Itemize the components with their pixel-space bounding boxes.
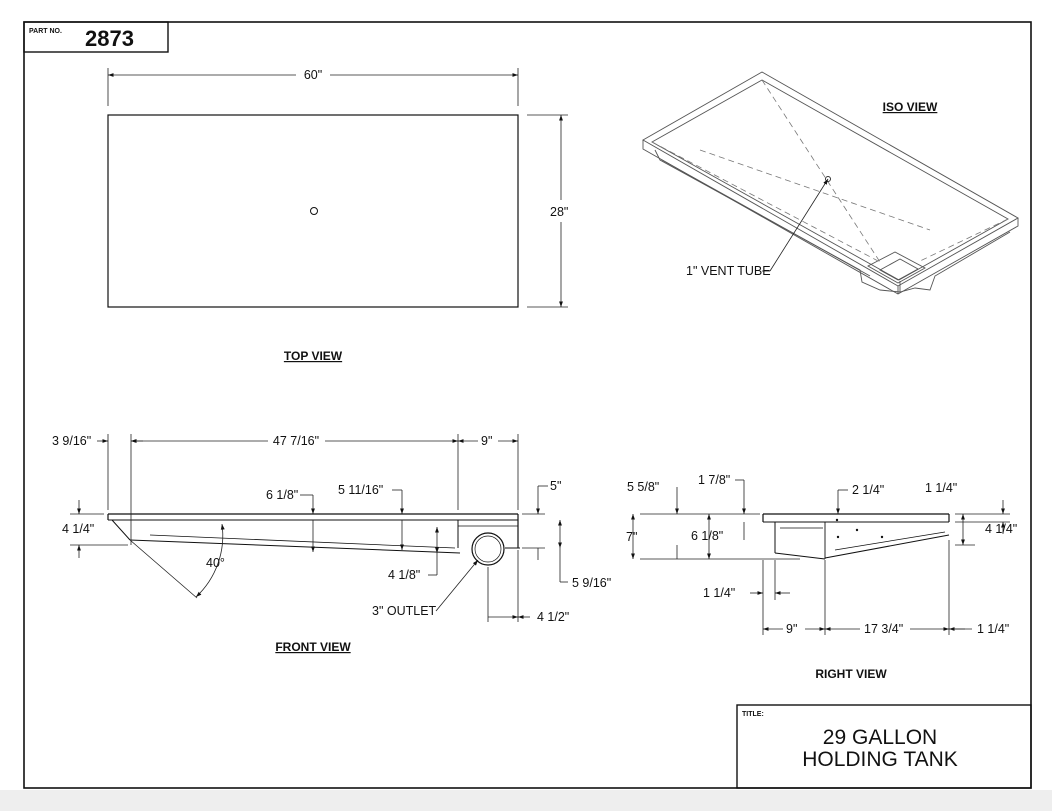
right-dim-4-1-4: 4 1/4" [985,522,1017,536]
right-dim-1-7-8: 1 7/8" [698,473,730,487]
front-dim-4-1-4: 4 1/4" [62,522,94,536]
right-view-label: RIGHT VIEW [815,667,887,681]
right-dim-1-1-4-bot: 1 1/4" [977,622,1009,636]
iso-vent-callout: 1" VENT TUBE [686,264,771,278]
right-dim-2-1-4: 2 1/4" [852,483,884,497]
front-dim-5-11-16: 5 11/16" [338,483,383,497]
right-dim-9: 9" [786,622,797,636]
right-view: 7" 5 5/8" 6 1/8" 1 7/8" 2 1/4" 1 1/4" 4 … [626,473,1017,681]
front-view-label: FRONT VIEW [275,640,351,654]
front-angle-dim: 40° [206,556,225,570]
part-no-label: PART NO. [29,28,62,35]
title-line-2: HOLDING TANK [802,748,958,771]
front-dim-9: 9" [481,434,492,448]
front-dim-6-1-8: 6 1/8" [266,488,298,502]
title-label: TITLE: [742,711,764,718]
front-dim-5: 5" [550,479,561,493]
iso-view: 1" VENT TUBE ISO VIEW [642,71,1019,295]
top-view-label: TOP VIEW [284,349,343,363]
front-dim-3-9-16: 3 9/16" [52,434,91,448]
right-dim-5-5-8: 5 5/8" [627,480,659,494]
title-line-1: 29 GALLON [823,726,937,749]
top-view-vent-hole [310,207,318,215]
right-dim-7: 7" [626,530,637,544]
top-view-outline [107,114,519,308]
front-dim-5-9-16: 5 9/16" [572,576,611,590]
front-outlet-callout: 3" OUTLET [372,604,437,618]
right-dim-17-3-4: 17 3/4" [864,622,903,636]
right-dim-1-1-4-top: 1 1/4" [925,481,957,495]
sheet-border [23,21,1032,789]
front-outlet [471,532,505,566]
top-view: 60" 28" TOP VIEW [107,68,568,363]
front-dim-4-1-8: 4 1/8" [388,568,420,582]
part-number-box: PART NO. 2873 [23,21,169,53]
right-dim-1-1-4-mid: 1 1/4" [703,586,735,600]
top-width-dim: 60" [304,68,322,82]
front-dim-47-7-16: 47 7/16" [273,434,319,448]
top-height-dim: 28" [550,205,568,219]
iso-view-label: ISO VIEW [883,100,938,114]
front-dim-4-1-2: 4 1/2" [537,610,569,624]
part-no-value: 2873 [85,26,134,51]
title-block: TITLE: 29 GALLON HOLDING TANK [736,704,1032,789]
right-dim-6-1-8: 6 1/8" [691,529,723,543]
front-view: 40° 47 7/16" 3 9/16" 9" 6 1/8" 5 11/16" … [52,434,611,654]
